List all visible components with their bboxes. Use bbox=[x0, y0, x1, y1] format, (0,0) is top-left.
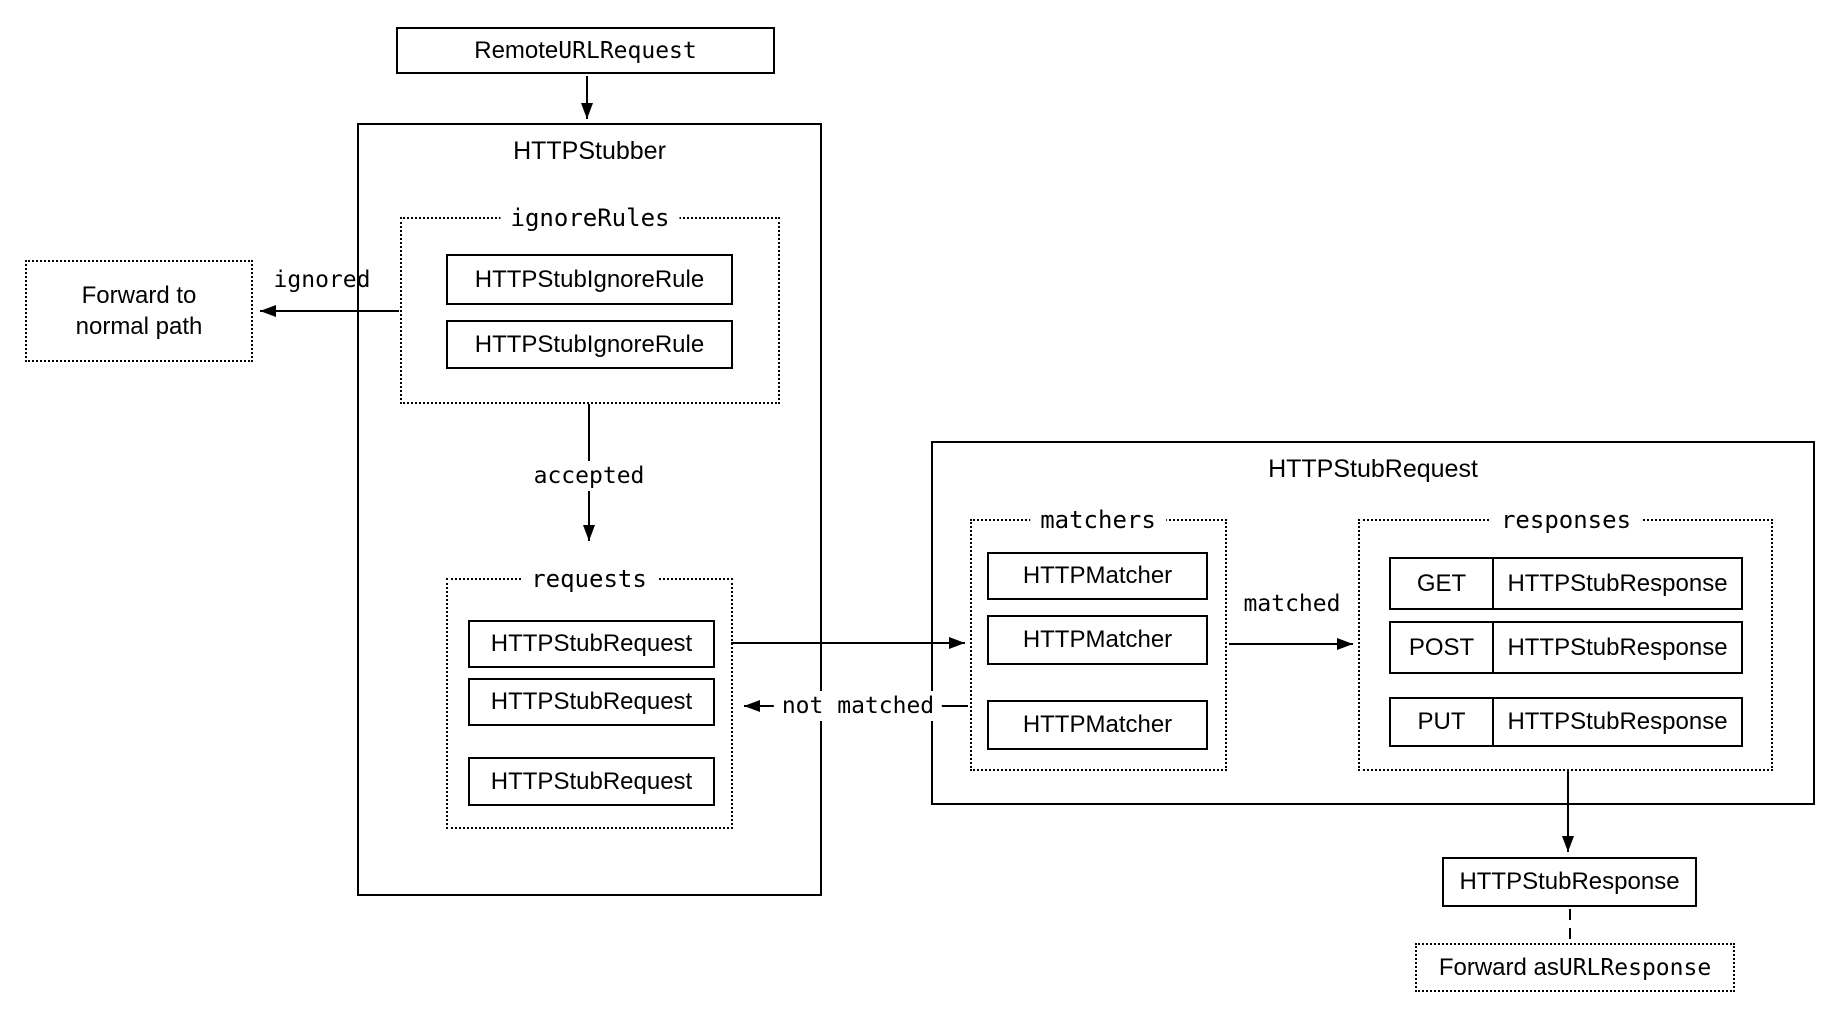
response-method-cell: PUT bbox=[1391, 699, 1494, 745]
response-method-cell: GET bbox=[1391, 559, 1494, 608]
response-row-post: POST HTTPStubResponse bbox=[1389, 621, 1743, 674]
ignore-rules-label: ignoreRules bbox=[500, 203, 680, 233]
forward-as-urlresponse-label-sans: Forward as bbox=[1438, 953, 1559, 981]
http-stub-request-item-2: HTTPStubRequest bbox=[468, 678, 715, 726]
response-value-cell: HTTPStubResponse bbox=[1507, 708, 1728, 735]
forward-normal-path-label: Forward to normal path bbox=[75, 281, 203, 340]
forward-as-urlresponse-box: Forward as URLResponse bbox=[1415, 943, 1735, 992]
response-row-get: GET HTTPStubResponse bbox=[1389, 557, 1743, 610]
ignored-label: ignored bbox=[273, 267, 371, 293]
http-matcher-box-1: HTTPMatcher bbox=[987, 552, 1208, 600]
forward-normal-path-box: Forward to normal path bbox=[25, 260, 253, 362]
httpstubber-title: HTTPStubber bbox=[513, 137, 666, 165]
forward-as-urlresponse-label-mono: URLResponse bbox=[1558, 954, 1712, 981]
httpstubrequest-box: HTTPStubRequest bbox=[931, 441, 1815, 805]
httpstubber-box: HTTPStubber bbox=[357, 123, 822, 896]
requests-label: requests bbox=[521, 564, 657, 594]
response-row-put: PUT HTTPStubResponse bbox=[1389, 697, 1743, 747]
response-method-cell: POST bbox=[1391, 623, 1494, 672]
remote-urlrequest-box: Remote URLRequest bbox=[396, 27, 775, 74]
http-matcher-box-3: HTTPMatcher bbox=[987, 700, 1208, 750]
matchers-label: matchers bbox=[1030, 505, 1166, 535]
response-value-cell: HTTPStubResponse bbox=[1507, 569, 1728, 597]
response-value-cell: HTTPStubResponse bbox=[1507, 633, 1728, 661]
http-stub-request-item-1: HTTPStubRequest bbox=[468, 620, 715, 668]
httpstubrequest-title: HTTPStubRequest bbox=[1268, 455, 1478, 483]
http-stub-request-item-3: HTTPStubRequest bbox=[468, 757, 715, 806]
remote-urlrequest-label-sans: Remote bbox=[474, 36, 559, 64]
http-matcher-box-2: HTTPMatcher bbox=[987, 615, 1208, 665]
responses-label: responses bbox=[1490, 505, 1642, 535]
http-stub-ignore-rule-box-1: HTTPStubIgnoreRule bbox=[446, 254, 733, 305]
matched-label: matched bbox=[1243, 591, 1341, 617]
not-matched-label: not matched bbox=[773, 691, 943, 721]
ignore-rules-group bbox=[400, 217, 780, 404]
http-stub-response-box: HTTPStubResponse bbox=[1442, 857, 1697, 907]
remote-urlrequest-label-mono: URLRequest bbox=[558, 37, 697, 64]
http-stub-ignore-rule-box-2: HTTPStubIgnoreRule bbox=[446, 320, 733, 369]
accepted-label: accepted bbox=[525, 461, 653, 491]
